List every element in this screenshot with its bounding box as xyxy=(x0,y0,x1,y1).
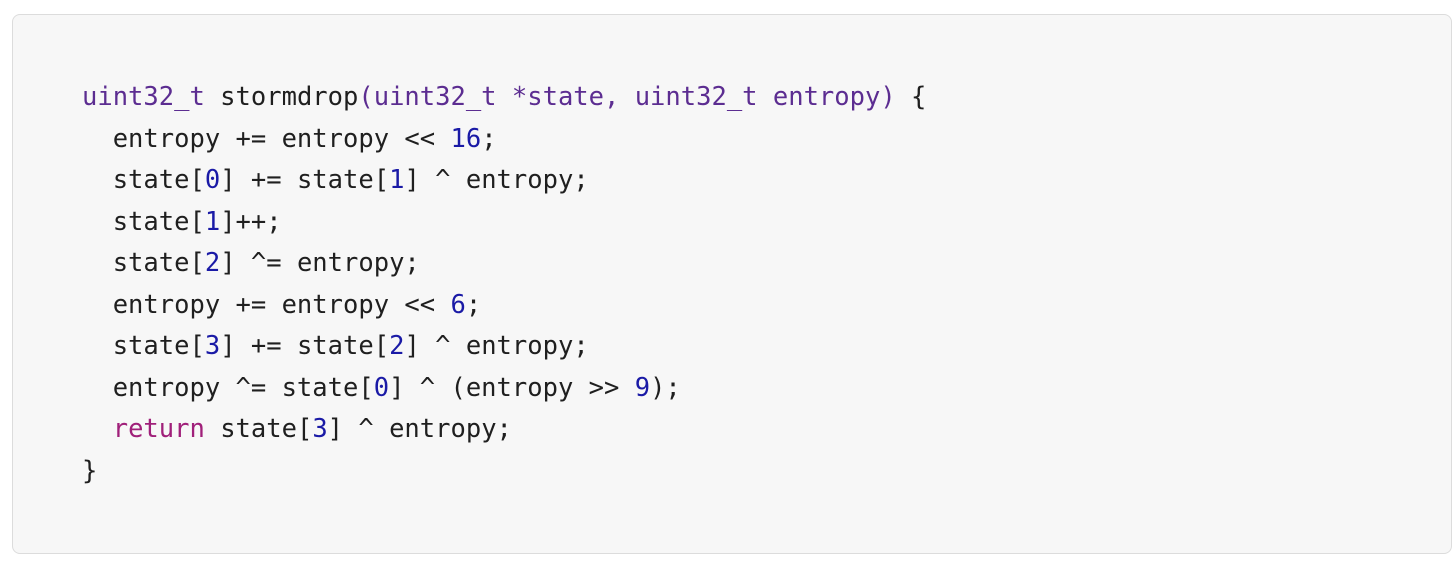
code-token-plain: entropy += entropy << xyxy=(82,289,451,320)
code-token-plain: ] ^ entropy; xyxy=(327,414,512,444)
code-token-plain: ; xyxy=(465,289,482,320)
code-line: state[2] ^= entropy; xyxy=(82,243,926,285)
code-line: entropy += entropy << 6; xyxy=(82,285,926,327)
code-token-plain: state[ xyxy=(82,331,205,361)
code-line: entropy ^= state[0] ^ (entropy >> 9); xyxy=(82,368,926,410)
code-token-num: 3 xyxy=(312,414,328,444)
code-line: return state[3] ^ entropy; xyxy=(82,409,926,451)
code-token-num: 3 xyxy=(204,331,221,361)
code-token-kw: return xyxy=(112,414,205,444)
code-token-num: 0 xyxy=(204,165,221,195)
code-token-num: 1 xyxy=(204,206,221,237)
code-token-num: 1 xyxy=(389,165,405,195)
code-token-plain: ] ^ entropy; xyxy=(404,331,589,361)
code-token-type: uint32_t xyxy=(82,82,205,112)
code-token-plain: } xyxy=(82,455,98,486)
code-token-plain: ); xyxy=(650,372,681,403)
code-token-num: 0 xyxy=(373,372,390,403)
code-token-plain: ] ^ entropy; xyxy=(404,165,589,195)
code-token-plain: state[ xyxy=(82,165,205,195)
code-line: state[0] += state[1] ^ entropy; xyxy=(82,160,926,202)
code-listing: uint32_t stormdrop(uint32_t *state, uint… xyxy=(82,77,926,492)
code-token-plain: state[ xyxy=(82,248,205,278)
code-token-plain: ; xyxy=(481,123,497,154)
code-token-plain: ]++; xyxy=(220,206,282,237)
code-token-plain: ] ^ (entropy >> xyxy=(389,372,635,403)
code-token-plain: ] += state[ xyxy=(220,331,390,361)
code-token-plain: stormdrop xyxy=(204,82,359,112)
code-token-num: 9 xyxy=(634,372,651,403)
code-token-num: 2 xyxy=(389,331,405,361)
code-token-plain: ] ^= entropy; xyxy=(220,248,420,278)
code-line: state[1]++; xyxy=(82,202,926,244)
code-token-num: 16 xyxy=(450,123,482,154)
code-line: entropy += entropy << 16; xyxy=(82,119,926,161)
code-token-plain: { xyxy=(895,82,927,112)
code-token-plain: state[ xyxy=(82,206,205,237)
code-token-num: 6 xyxy=(450,289,466,320)
code-token-plain: entropy += entropy << xyxy=(82,123,451,154)
code-token-num: 2 xyxy=(204,248,221,278)
code-token-plain: ] += state[ xyxy=(220,165,390,195)
code-line: state[3] += state[2] ^ entropy; xyxy=(82,326,926,368)
code-line: } xyxy=(82,451,926,493)
code-block: uint32_t stormdrop(uint32_t *state, uint… xyxy=(12,14,1452,554)
code-line: uint32_t stormdrop(uint32_t *state, uint… xyxy=(82,77,926,119)
code-token-plain xyxy=(82,414,113,444)
code-token-plain: entropy ^= state[ xyxy=(82,372,374,403)
code-token-params: (uint32_t *state, uint32_t entropy) xyxy=(358,82,896,112)
code-token-plain: state[ xyxy=(204,414,313,444)
